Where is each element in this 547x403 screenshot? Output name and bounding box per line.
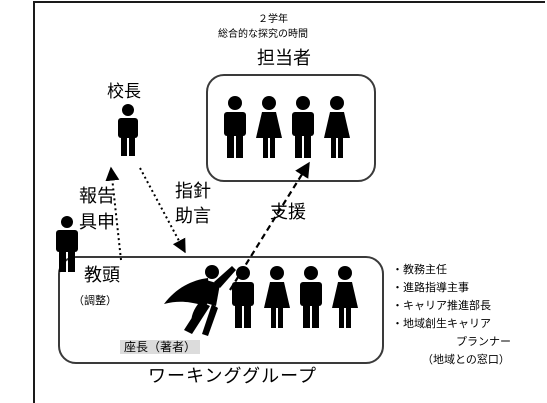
vice-principal-person-icon bbox=[56, 216, 78, 272]
guidance-label-line2: 助言 bbox=[175, 206, 211, 227]
report-label-line1: 報告 bbox=[79, 186, 115, 207]
teachers-group-label: 担当者 bbox=[257, 48, 311, 69]
working-group-label: ワーキンググループ bbox=[148, 366, 318, 387]
chair-label: 座長（著者） bbox=[120, 340, 201, 354]
report-arrow bbox=[105, 166, 122, 261]
principal-person-icon bbox=[118, 104, 138, 156]
member-item: ・地域創生キャリア bbox=[392, 317, 491, 330]
guidance-arrow bbox=[139, 167, 186, 254]
report-label-line2: 具申 bbox=[79, 212, 115, 233]
vice-principal-label: 教頭 bbox=[84, 265, 120, 286]
coordination-label: （調整） bbox=[73, 294, 117, 307]
guidance-label-line1: 指針 bbox=[175, 181, 211, 202]
member-item: （地域との窓口） bbox=[422, 353, 510, 366]
grade-label: ２学年 bbox=[258, 14, 288, 25]
member-item: プランナー bbox=[456, 335, 511, 348]
working-group-people-icon bbox=[232, 266, 358, 328]
diagram-frame bbox=[33, 1, 545, 403]
member-item: ・教務主任 bbox=[392, 263, 447, 276]
superhero-chair-icon bbox=[164, 265, 236, 336]
member-item: ・キャリア推進部長 bbox=[392, 299, 491, 312]
member-item: ・進路指導主事 bbox=[392, 281, 469, 294]
subject-label: 総合的な探究の時間 bbox=[218, 29, 308, 40]
working-group-box bbox=[58, 256, 384, 364]
support-label: 支援 bbox=[270, 202, 306, 223]
principal-label: 校長 bbox=[107, 82, 141, 102]
teachers-people-icon bbox=[224, 96, 350, 158]
